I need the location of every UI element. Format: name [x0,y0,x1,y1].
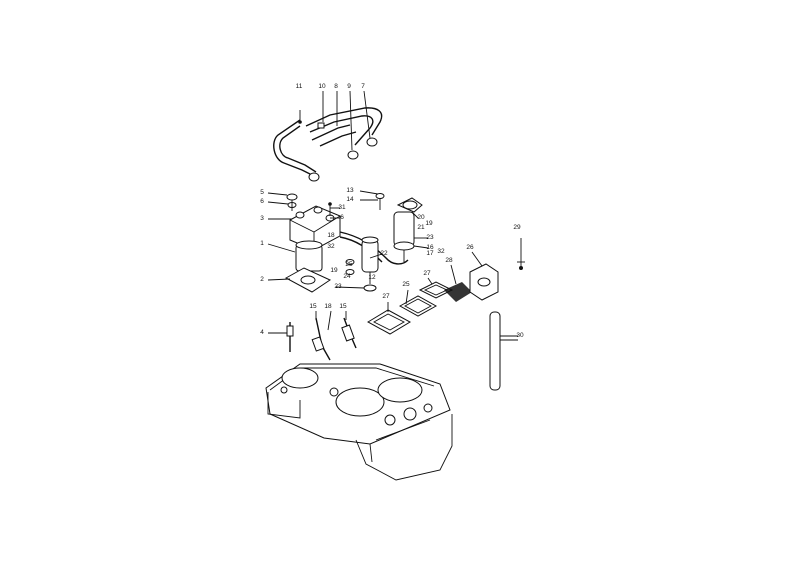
callout-c32b: 32 [327,243,335,250]
glow-plugs [286,317,357,361]
callout-c26: 26 [466,244,474,251]
callout-c2: 2 [260,276,264,283]
injection-lines [273,107,383,182]
callout-c10: 10 [318,83,326,90]
callout-c28: 28 [445,257,453,264]
callout-c13: 13 [346,187,354,194]
callout-c23b: 23 [334,283,342,290]
callout-c18b: 18 [324,303,332,310]
callout-c1: 1 [260,240,264,247]
cylinder-head [265,363,453,481]
callout-c16: 16 [426,244,434,251]
callout-c18: 18 [327,232,335,239]
callout-c3: 3 [260,215,264,222]
callout-c7: 7 [361,83,365,90]
callout-c31: 31 [338,204,346,211]
callout-c19b: 19 [330,267,338,274]
callout-c29: 29 [513,224,521,231]
callout-c15a: 15 [309,303,317,310]
callout-c12: 12 [368,274,376,281]
injection-pump-left [284,193,341,293]
callout-c20: 20 [417,214,425,221]
callout-c27a: 27 [423,270,431,277]
callout-c14: 14 [346,196,354,203]
callout-c21: 21 [417,224,425,231]
callout-c23a: 23 [426,234,434,241]
callout-c22a: 22 [380,250,388,257]
callout-c11: 11 [296,83,303,90]
callout-c5: 5 [260,189,264,196]
callout-c24: 24 [343,273,351,280]
callout-c8: 8 [334,83,338,90]
callout-c30: 30 [516,332,524,339]
leader-lines [267,90,518,337]
callout-c25: 25 [345,261,353,268]
callout-c17: 17 [426,250,434,257]
injection-pump-right [339,193,423,292]
callout-c32a: 32 [437,248,445,255]
callout-c4: 4 [260,329,264,336]
callout-c25b: 25 [402,281,410,288]
callout-c15b: 15 [339,303,347,310]
callout-c6a: 6 [260,198,264,205]
callout-c9: 9 [347,83,351,90]
callout-c19: 19 [425,220,433,227]
callout-c27b: 27 [382,293,390,300]
covers-and-gaskets [366,238,525,391]
callout-c6b: 6 [340,214,344,221]
